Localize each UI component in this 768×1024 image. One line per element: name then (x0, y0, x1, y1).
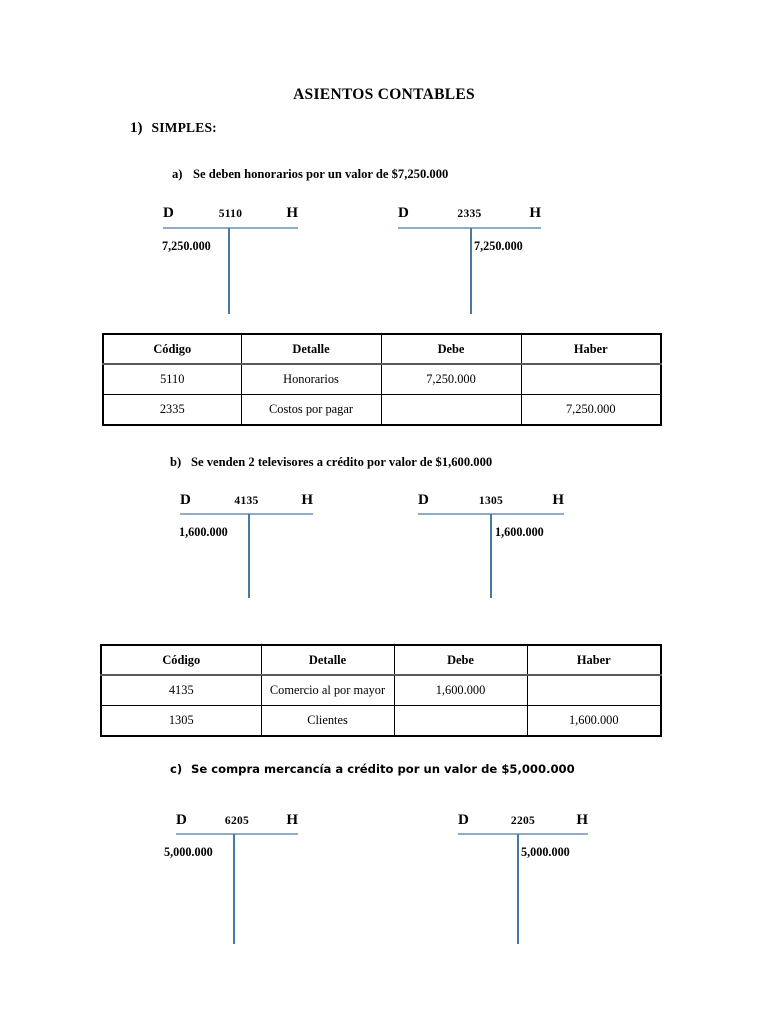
t-account-1305-credit-label: H (552, 492, 564, 508)
cell-debe (393, 705, 528, 737)
entry-a-heading: a) Se deben honorarios por un valor de $… (172, 167, 448, 182)
cell-detalle: Comercio al por mayor (260, 674, 395, 706)
column-header-codigo: Código (100, 644, 262, 676)
t-account-4135-horizontal-rule (180, 513, 313, 515)
t-account-5110-horizontal-rule (163, 227, 298, 229)
t-account-6205-code: 6205 (224, 815, 250, 827)
cell-codigo: 5110 (102, 363, 242, 395)
t-account-6205-horizontal-rule (176, 833, 298, 835)
cell-detalle: Clientes (260, 705, 395, 737)
entry-b-heading: b) Se venden 2 televisores a crédito por… (170, 455, 492, 470)
t-account-5110-debit-amount: 7,250.000 (162, 239, 211, 253)
t-account-1305-vertical-rule (490, 514, 492, 598)
column-header-haber: Haber (526, 644, 662, 676)
cell-debe (380, 394, 522, 426)
t-account-5110-vertical-rule (228, 228, 230, 314)
t-account-5110-credit-label: H (286, 205, 298, 221)
page-title: ASIENTOS CONTABLES (293, 86, 475, 103)
t-account-1305: D 1305 H 1,600.000 (418, 493, 564, 598)
t-account-1305-credit-amount: 1,600.000 (495, 525, 544, 539)
t-account-1305-horizontal-rule (418, 513, 564, 515)
column-header-codigo: Código (102, 333, 242, 365)
cell-detalle: Costos por pagar (240, 394, 382, 426)
t-account-2205-horizontal-rule (458, 833, 588, 835)
cell-codigo: 4135 (100, 674, 262, 706)
entry-c-description: Se compra mercancía a crédito por un val… (191, 762, 575, 776)
entry-c-letter: c) (170, 762, 183, 776)
cell-haber (526, 674, 662, 706)
t-account-2205-credit-amount: 5,000.000 (521, 845, 570, 859)
t-account-4135-vertical-rule (248, 514, 250, 598)
section-number: 1) (130, 120, 143, 136)
t-account-6205-vertical-rule (233, 834, 235, 944)
section-label: SIMPLES: (151, 120, 217, 135)
cell-haber (520, 363, 662, 395)
cell-codigo: 1305 (100, 705, 262, 737)
entry-c-heading: c) Se compra mercancía a crédito por un … (170, 762, 575, 776)
t-account-2335: D 2335 H 7,250.000 (398, 206, 541, 314)
table-row: 2335 Costos por pagar 7,250.000 (102, 394, 662, 426)
t-account-5110-header: D 5110 H (163, 206, 298, 227)
column-header-detalle: Detalle (260, 644, 395, 676)
t-account-2205-code: 2205 (510, 815, 536, 827)
t-account-4135-debit-label: D (180, 492, 191, 508)
t-account-1305-debit-label: D (418, 492, 429, 508)
column-header-debe: Debe (393, 644, 528, 676)
t-account-2335-code: 2335 (457, 208, 482, 220)
t-account-2335-horizontal-rule (398, 227, 541, 229)
journal-table-b: Código Detalle Debe Haber 4135 Comercio … (100, 644, 662, 737)
t-account-6205: D 6205 H 5,000.000 (164, 813, 298, 944)
t-account-2205-debit-label: D (458, 812, 469, 828)
t-account-2335-header: D 2335 H (398, 206, 541, 227)
t-account-1305-code: 1305 (478, 495, 504, 507)
section-heading: 1) SIMPLES: (130, 120, 217, 137)
t-account-4135-code: 4135 (234, 495, 259, 507)
table-row: 1305 Clientes 1,600.000 (100, 705, 662, 737)
t-account-2335-credit-amount: 7,250.000 (474, 239, 523, 253)
t-account-2335-debit-label: D (398, 205, 409, 221)
t-account-5110-code: 5110 (218, 208, 243, 220)
t-account-2205-credit-label: H (576, 812, 588, 828)
t-account-2205-header: D 2205 H (458, 813, 588, 834)
entry-b-description: Se venden 2 televisores a crédito por va… (191, 455, 493, 469)
t-account-5110-debit-label: D (163, 205, 174, 221)
cell-haber: 1,600.000 (526, 705, 662, 737)
column-header-haber: Haber (520, 333, 662, 365)
t-account-5110: D 5110 H 7,250.000 (162, 206, 298, 314)
journal-table-b-header-row: Código Detalle Debe Haber (100, 644, 662, 676)
cell-debe: 7,250.000 (380, 363, 522, 395)
t-account-2205: D 2205 H 5,000.000 (458, 813, 588, 944)
t-account-6205-header: D 6205 H (176, 813, 298, 834)
t-account-4135-credit-label: H (301, 492, 313, 508)
entry-b-letter: b) (170, 455, 182, 469)
journal-table-a: Código Detalle Debe Haber 5110 Honorario… (102, 333, 662, 426)
t-account-4135-debit-amount: 1,600.000 (179, 525, 228, 539)
cell-detalle: Honorarios (240, 363, 382, 395)
t-account-6205-debit-label: D (176, 812, 187, 828)
table-row: 5110 Honorarios 7,250.000 (102, 363, 662, 395)
cell-debe: 1,600.000 (393, 674, 528, 706)
entry-a-description: Se deben honorarios por un valor de $7,2… (193, 167, 449, 181)
entry-a-letter: a) (172, 167, 183, 181)
column-header-detalle: Detalle (240, 333, 382, 365)
t-account-1305-header: D 1305 H (418, 493, 564, 514)
t-account-2335-vertical-rule (470, 228, 472, 314)
t-account-6205-credit-label: H (286, 812, 298, 828)
t-account-2205-vertical-rule (517, 834, 519, 944)
journal-table-a-header-row: Código Detalle Debe Haber (102, 333, 662, 365)
t-account-6205-debit-amount: 5,000.000 (164, 845, 213, 859)
cell-haber: 7,250.000 (520, 394, 662, 426)
t-account-4135-header: D 4135 H (180, 493, 313, 514)
t-account-4135: D 4135 H 1,600.000 (179, 493, 313, 598)
table-row: 4135 Comercio al por mayor 1,600.000 (100, 674, 662, 706)
cell-codigo: 2335 (102, 394, 242, 426)
column-header-debe: Debe (380, 333, 522, 365)
t-account-2335-credit-label: H (529, 205, 541, 221)
